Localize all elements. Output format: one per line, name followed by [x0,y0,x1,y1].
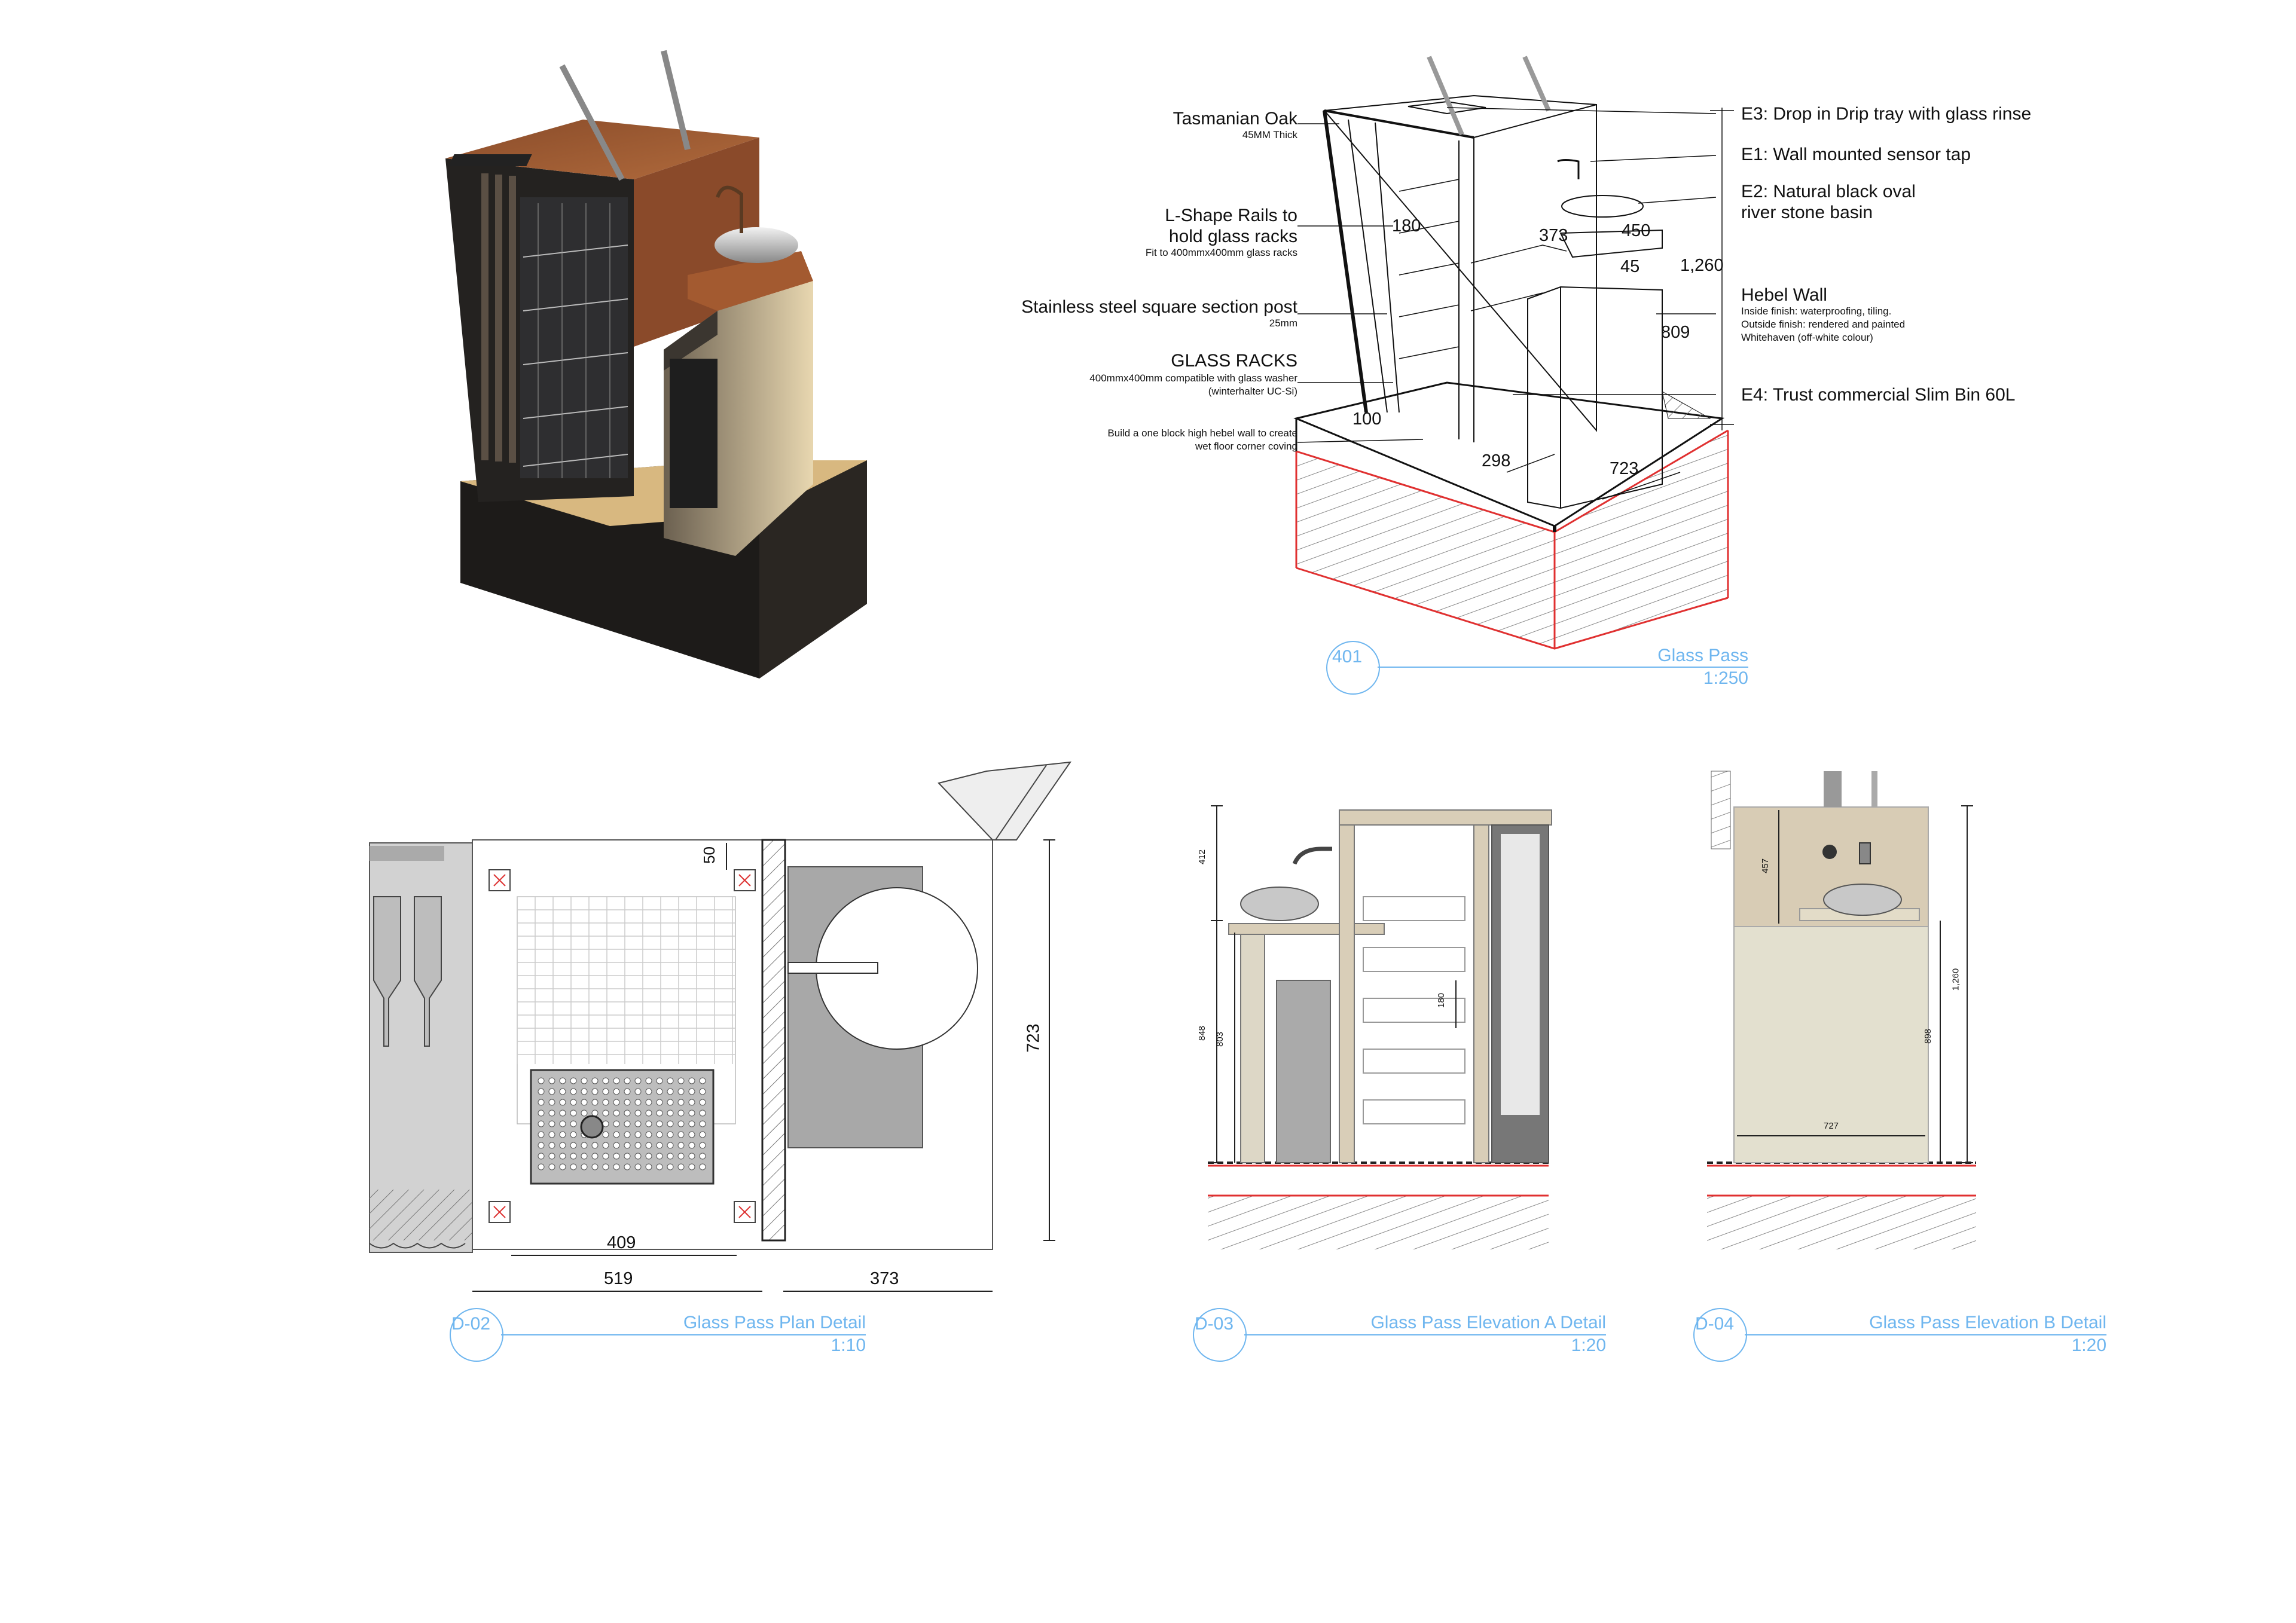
dim-plan-519: 519 [604,1269,633,1288]
title-401-scale: 1:250 [1703,668,1748,688]
dim-elevA-803: 803 [1215,1031,1226,1047]
label-hebel-sub3: Whitehaven (off-white colour) [1741,332,1873,343]
label-tasmanian-oak: Tasmanian Oak [1173,109,1297,129]
label-e2-basin-2: river stone basin [1741,203,1873,222]
dim-axon-450: 450 [1622,221,1651,240]
dim-axon-180: 180 [1392,216,1421,236]
dim-elevB-898: 898 [1923,1028,1934,1044]
label-e1-sensor-tap: E1: Wall mounted sensor tap [1741,145,1971,164]
plan-detail-d02 [369,761,1072,1292]
label-l-shape-rails-2: hold glass racks [1168,227,1297,246]
label-e3-drip-tray: E3: Drop in Drip tray with glass rinse [1741,104,2032,124]
title-d03-line [1244,1334,1606,1335]
label-coving-1: Build a one block high hebel wall to cre… [1107,427,1297,439]
label-steel-post-sub: 25mm [1269,317,1297,329]
label-glass-racks-sub1: 400mmx400mm compatible with glass washer [1089,372,1297,384]
title-d02-line [501,1334,866,1335]
title-d04-name: Glass Pass Elevation B Detail [1869,1313,2106,1332]
label-l-shape-sub: Fit to 400mmx400mm glass racks [1145,247,1297,258]
label-hebel-wall: Hebel Wall [1741,285,1827,305]
dim-axon-1260: 1,260 [1680,256,1724,275]
label-hebel-sub2: Outside finish: rendered and painted [1741,319,1906,330]
label-coving-2: wet floor corner coving [1195,441,1297,452]
dim-plan-50: 50 [700,846,718,864]
title-d04-scale: 1:20 [2071,1335,2106,1355]
label-hebel-sub1: Inside finish: waterproofing, tiling. [1741,305,1892,317]
dim-elevA-180: 180 [1436,992,1447,1008]
dim-axon-373: 373 [1539,226,1568,245]
title-401-circle [1326,641,1380,695]
dim-elevB-727: 727 [1824,1121,1839,1131]
title-401-code: 401 [1332,647,1363,667]
label-e4-bin: E4: Trust commercial Slim Bin 60L [1741,385,2016,405]
dim-elevB-457: 457 [1760,858,1771,874]
dim-plan-723: 723 [1024,1023,1043,1053]
title-401-line [1378,667,1748,668]
label-glass-racks: GLASS RACKS [1171,351,1297,371]
title-d04-code: D-04 [1695,1314,1735,1334]
dim-axon-298: 298 [1482,451,1511,470]
title-d03-name: Glass Pass Elevation A Detail [1370,1313,1606,1332]
label-steel-post: Stainless steel square section post [1021,297,1297,317]
dim-plan-373: 373 [870,1269,899,1288]
title-d04-line [1745,1334,2106,1335]
title-d03-scale: 1:20 [1571,1335,1606,1355]
dim-elevB-1260: 1,260 [1950,968,1961,991]
title-d02-name: Glass Pass Plan Detail [683,1313,866,1332]
label-l-shape-rails: L-Shape Rails to [1165,206,1297,225]
label-glass-racks-sub2: (winterhalter UC-Si) [1208,386,1297,397]
label-tasmanian-oak-sub: 45MM Thick [1242,129,1297,140]
dim-elevA-412: 412 [1197,849,1208,865]
title-401-name: Glass Pass [1657,646,1748,665]
axonometric-drawing [1293,56,1734,650]
render-3d-view [445,50,867,678]
dim-elevA-848: 848 [1197,1025,1208,1041]
dim-axon-100: 100 [1352,409,1382,429]
dim-plan-409: 409 [607,1233,636,1252]
dim-axon-809: 809 [1661,323,1690,342]
title-d02-scale: 1:10 [831,1335,866,1355]
dim-axon-45: 45 [1620,257,1640,276]
title-d02-code: D-02 [451,1314,491,1334]
elevation-b-d04 [1707,771,1976,1249]
dim-axon-723: 723 [1610,459,1639,478]
label-e2-basin: E2: Natural black oval [1741,182,1916,201]
title-d03-code: D-03 [1195,1314,1234,1334]
elevation-a-d03 [1208,805,1552,1249]
